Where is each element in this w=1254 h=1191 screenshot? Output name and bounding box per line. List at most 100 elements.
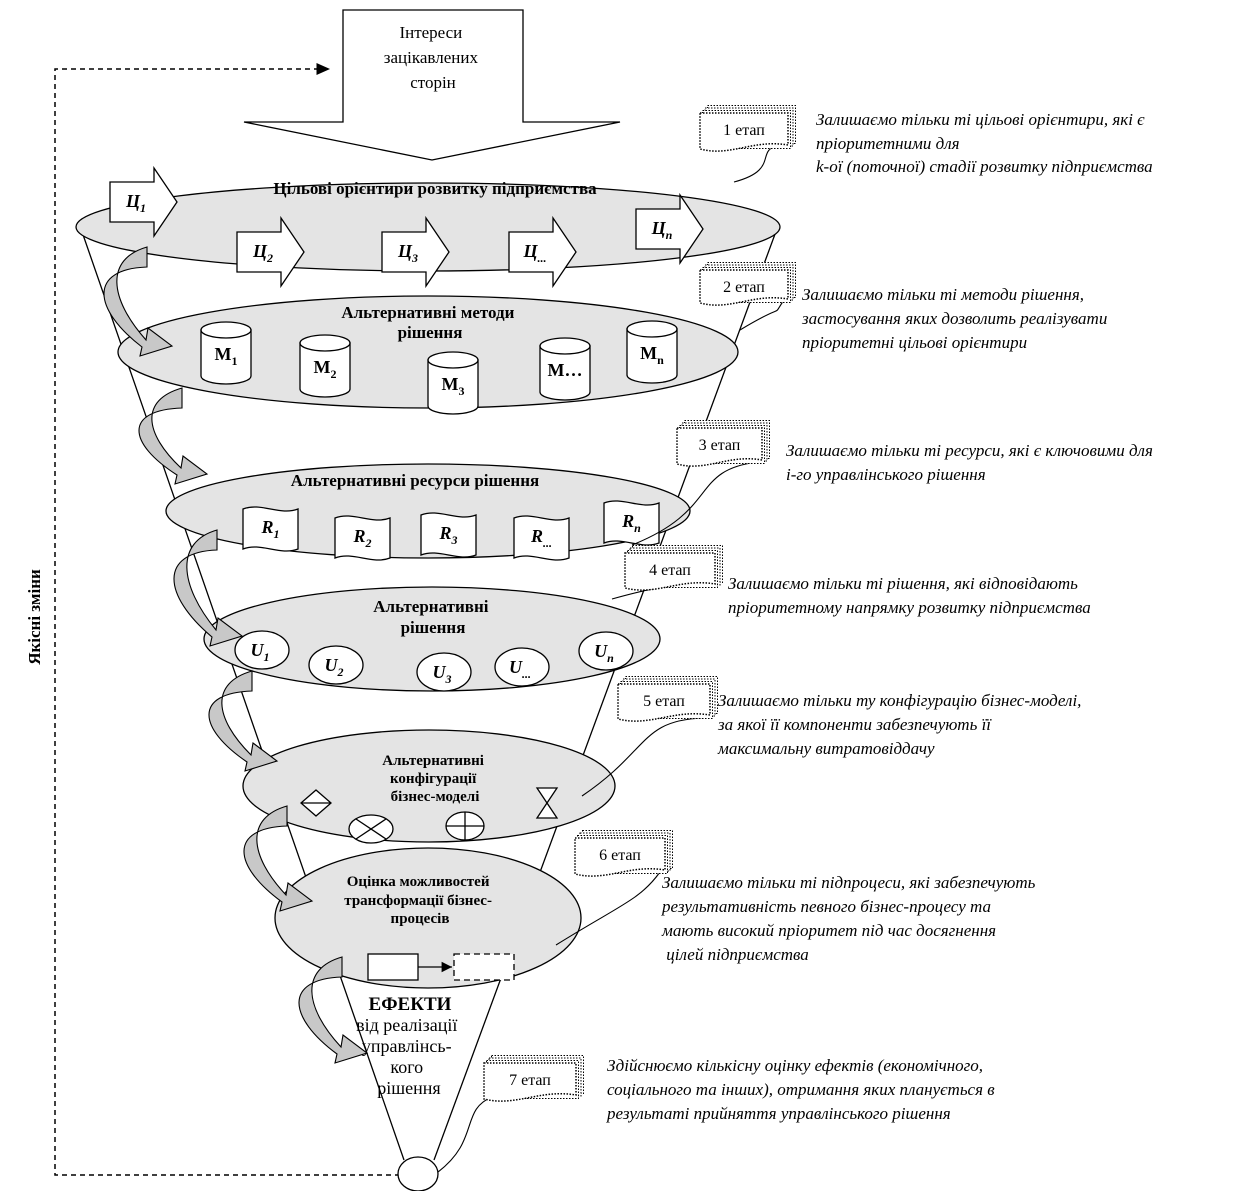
stage-note: Залишаємо тільки ту конфігурацію бізнес-…	[717, 691, 1081, 758]
resource-label-3: R3	[438, 523, 457, 547]
hourglass-symbol-icon	[535, 787, 559, 819]
stage-leader-line	[631, 461, 759, 546]
method-label-4: М…	[548, 360, 583, 380]
method-cylinder-2: М2	[299, 334, 351, 398]
method-label-5: Мn	[640, 343, 664, 367]
stage-leader-line	[739, 299, 785, 331]
stage-note: Залишаємо тільки ті ресурси, які є ключо…	[786, 441, 1153, 484]
resource-label-1: R1	[260, 517, 279, 541]
processes-level-ellipse	[274, 847, 582, 989]
decision-label-4: U...	[509, 657, 531, 681]
decision-circle-2: U2	[308, 645, 364, 685]
stage-label: 5 етап	[643, 693, 685, 710]
stage-label: 4 етап	[649, 562, 691, 579]
stakeholder-interests-text: Інтереси зацікавлених сторін	[384, 23, 482, 92]
plus-circle-symbol-icon	[445, 811, 485, 841]
stage-note: Залишаємо тільки ті методи рішення,засто…	[801, 285, 1107, 352]
transition-arrow-4	[208, 670, 279, 772]
decision-circle-5: Un	[578, 631, 634, 671]
stage-tag	[617, 683, 711, 722]
resource-doc-1: R1	[242, 506, 299, 552]
goal-arrow-3: Ц3	[381, 215, 450, 289]
stage-leader-line	[555, 871, 661, 946]
resource-label-4: R...	[530, 526, 552, 550]
decision-circle-1: U1	[234, 630, 290, 670]
goal-label-1: Ц1	[125, 191, 146, 215]
stage-tag	[699, 112, 789, 152]
effects-text: від реалізації управлінсь- кого рішення	[356, 1015, 462, 1098]
transition-arrow-1	[103, 246, 174, 357]
stage-label: 7 етап	[509, 1072, 551, 1089]
stage-2: 2 етап Залишаємо тільки ті методи рішення…	[699, 262, 1107, 352]
decision-label-5: Un	[594, 641, 614, 665]
processes-level-title: Оцінка можливостей трансформації бізнес-…	[344, 874, 495, 927]
stage-note: Здійснюємо кількісну оцінку ефектів (еко…	[606, 1056, 995, 1123]
funnel-exit-circle	[397, 1156, 439, 1191]
decisions-level-title: Альтернативні рішення	[373, 597, 492, 637]
methods-level-title: Альтернативні методи рішення	[341, 303, 518, 342]
resource-doc-4: R...	[513, 515, 570, 561]
decision-circle-4: U...	[494, 647, 550, 687]
decision-label-2: U2	[325, 655, 344, 679]
transition-arrow-2	[138, 387, 209, 485]
stage-leader-line	[437, 1096, 493, 1173]
transition-arrow-5	[243, 805, 314, 912]
resources-level-title: Альтернативні ресурси рішення	[291, 471, 539, 490]
method-label-2: М2	[314, 357, 337, 381]
goal-arrow-2: Ц2	[236, 215, 305, 289]
transition-arrow-3	[173, 529, 244, 647]
resource-doc-2: R2	[334, 515, 391, 561]
method-cylinder-1: М1	[200, 321, 252, 385]
stage-label: 1 етап	[723, 122, 765, 139]
diamond-symbol-icon	[300, 789, 332, 817]
goal-label-2: Ц2	[252, 241, 273, 265]
stage-label: 3 етап	[699, 437, 741, 454]
process-transformation-icon	[367, 953, 515, 981]
method-label-1: М1	[215, 344, 238, 368]
decision-label-1: U1	[251, 640, 270, 664]
goal-arrow-1: Ц1	[109, 165, 178, 239]
method-cylinder-4: М…	[539, 337, 591, 401]
stage-note: Залишаємо тільки ті цільові орієнтири, я…	[816, 110, 1153, 176]
method-cylinder-5: Мn	[626, 320, 678, 384]
stage-5: 5 етап Залишаємо тільки ту конфігурацію б…	[581, 676, 1081, 797]
feedback-loop-line	[54, 63, 400, 1176]
configs-level-title: Альтернативні конфігурації бізнес-моделі	[382, 753, 487, 805]
stage-1: 1 етап Залишаємо тільки ті цільові орієнт…	[699, 105, 1153, 183]
funnel-right-edge	[433, 225, 779, 1161]
stage-leader-line	[581, 717, 705, 797]
transition-arrow-6	[298, 956, 369, 1064]
goals-level-title: Цільові орієнтири розвитку підприємства	[273, 179, 597, 198]
stakeholder-interests-arrow	[243, 9, 621, 161]
stage-note: Залишаємо тільки ті підпроцеси, які забе…	[661, 873, 1036, 964]
method-cylinder-3: М3	[427, 351, 479, 415]
method-label-3: М3	[442, 374, 465, 398]
stage-7: 7 етап Здійснюємо кількісну оцінку ефекті…	[437, 1055, 995, 1173]
stage-label: 2 етап	[723, 279, 765, 296]
stage-leader-line	[733, 145, 779, 183]
stage-tag	[483, 1062, 577, 1102]
crossed-circle-symbol-icon	[348, 814, 394, 844]
decision-label-3: U3	[433, 662, 452, 686]
resource-label-5: Rn	[621, 511, 641, 535]
goal-label-5: Цn	[651, 218, 673, 242]
goal-arrow-4: Ц...	[508, 215, 577, 289]
funnel-left-edge	[79, 225, 405, 1161]
stage-note: Залишаємо тільки ті рішення, які відпові…	[728, 574, 1091, 617]
goal-label-3: Ц3	[397, 241, 418, 265]
resource-label-2: R2	[352, 526, 371, 550]
side-label: Якісні зміни	[25, 569, 44, 665]
resource-doc-5: Rn	[603, 500, 660, 546]
goal-arrow-5: Цn	[635, 192, 704, 266]
goal-label-4: Ц...	[522, 241, 546, 265]
stage-label: 6 етап	[599, 847, 641, 864]
decision-circle-3: U3	[416, 652, 472, 692]
effects-title: ЕФЕКТИ	[369, 994, 452, 1015]
stage-tag	[624, 552, 716, 591]
stage-tag	[574, 837, 666, 877]
configs-level-ellipse	[242, 729, 616, 843]
stage-tag	[676, 427, 763, 467]
resource-doc-3: R3	[420, 512, 477, 558]
